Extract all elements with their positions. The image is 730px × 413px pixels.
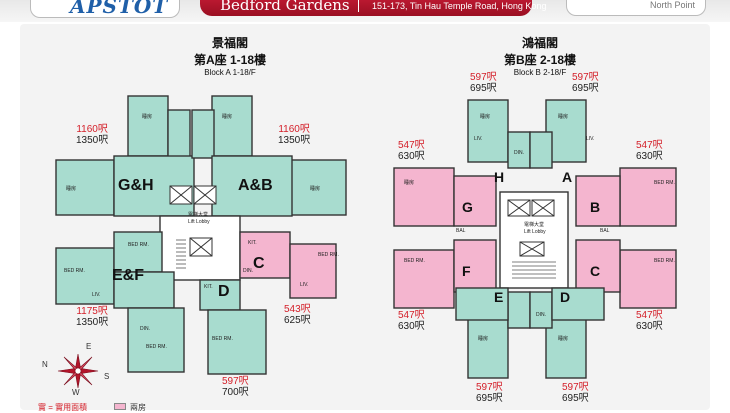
room-label: 睡房: [404, 179, 414, 186]
room-label: LIV.: [586, 136, 594, 142]
room-label: KIT.: [248, 240, 257, 246]
estate-address: 151-173, Tin Hau Temple Road, Hong Kong: [372, 1, 547, 11]
estate-name: Bedford Gardens: [220, 0, 350, 14]
room-label: BED RM.: [128, 242, 149, 248]
room-label: 睡房: [66, 185, 76, 192]
room-label: DIN.: [140, 326, 150, 332]
room-label: BED RM.: [404, 258, 425, 264]
room-label: BED RM.: [654, 180, 675, 186]
unit-label-f: F: [462, 263, 471, 279]
estate-banner: [200, 0, 532, 16]
logo-box: [30, 0, 180, 18]
lobby-label-cn-b: 電梯大堂: [524, 221, 544, 228]
block-b-title: 鴻福閣 第B座 2-18樓 Block B 2-18/F: [503, 36, 577, 77]
unit-label-gh: G&H: [118, 177, 154, 194]
compass-n: N: [42, 360, 48, 369]
room-label: 睡房: [310, 185, 320, 192]
room-label: KIT.: [204, 284, 213, 290]
unit-label-a: A: [562, 169, 572, 185]
room-label: BAL: [456, 228, 466, 234]
room-label: BAL: [600, 228, 610, 234]
district-label: North Point: [650, 0, 696, 10]
compass-e: E: [86, 342, 92, 351]
block-a-title: 景福閣 第A座 1-18樓 Block A 1-18/F: [193, 36, 267, 77]
unit-label-g: G: [462, 199, 473, 215]
room-label: BED RM.: [318, 252, 339, 258]
room-label: BED RM.: [64, 268, 85, 274]
room-label: BED RM.: [146, 344, 167, 350]
compass-rose-icon: [57, 353, 99, 389]
lobby-label-cn: 電梯大堂: [188, 211, 208, 218]
lobby-label-en-b: Lift Lobby: [524, 229, 546, 235]
unit-label-c-b: C: [590, 263, 600, 279]
legend-swatch-label: 兩房: [130, 403, 146, 412]
unit-label-d: D: [218, 283, 230, 300]
room-label: 睡房: [478, 335, 488, 342]
room-label: DIN.: [514, 150, 524, 156]
unit-label-h: H: [494, 169, 504, 185]
unit-label-d-b: D: [560, 289, 570, 305]
legend-swatch: [114, 403, 126, 410]
room-label: 睡房: [558, 113, 568, 120]
compass-w: W: [72, 388, 80, 397]
lobby-label-en: Lift Lobby: [188, 219, 210, 225]
room-label: 睡房: [222, 113, 232, 120]
unit-label-ab: A&B: [238, 177, 273, 194]
unit-label-b: B: [590, 199, 600, 215]
room-label: DIN.: [536, 312, 546, 318]
banner-divider: [358, 0, 359, 12]
unit-label-e: E: [494, 289, 503, 305]
unit-label-c: C: [253, 255, 265, 272]
room-label: 睡房: [142, 113, 152, 120]
room-label: LIV.: [300, 282, 308, 288]
room-label: LIV.: [474, 136, 482, 142]
room-label: LIV.: [92, 292, 100, 298]
room-label: BED RM.: [654, 258, 675, 264]
compass-s: S: [104, 372, 110, 381]
unit-label-ef: E&F: [112, 267, 144, 284]
legend-note: 實 = 實用面積: [38, 403, 88, 412]
district-tab: [566, 0, 706, 16]
room-label: BED RM.: [212, 336, 233, 342]
room-label: DIN.: [243, 268, 253, 274]
room-label: 睡房: [558, 335, 568, 342]
room-label: 睡房: [480, 113, 490, 120]
logo: APSTOT: [70, 0, 169, 18]
